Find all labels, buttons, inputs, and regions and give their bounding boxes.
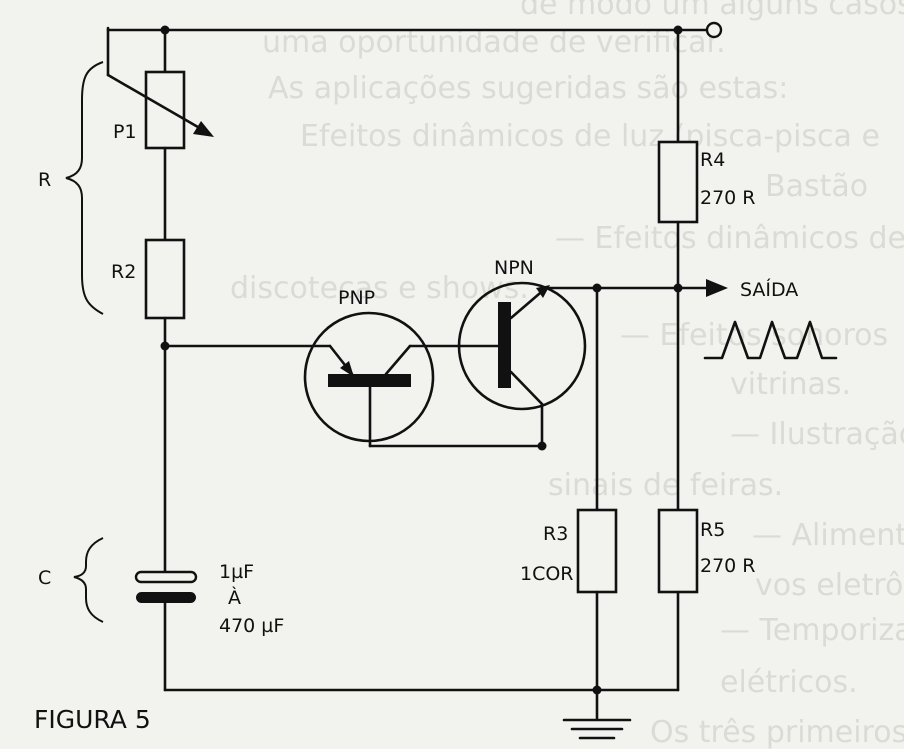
bg-line-16: Os três primeiros xyxy=(650,715,904,749)
p1-potentiometer xyxy=(144,70,186,150)
c-group-label: C xyxy=(38,567,51,589)
r2-resistor xyxy=(144,238,186,320)
output-arrow-icon xyxy=(706,279,728,297)
r3-label: R3 xyxy=(543,523,568,545)
r4-resistor xyxy=(657,28,699,512)
pnp-transistor xyxy=(303,311,462,448)
figure-caption: FIGURA 5 xyxy=(34,705,151,734)
r-brace xyxy=(65,61,104,315)
npn-transistor xyxy=(457,279,728,448)
r-group-label: R xyxy=(38,169,51,191)
bg-line-12: — Alimentação para os dispositi- xyxy=(752,518,904,553)
output-waveform-icon xyxy=(703,320,838,360)
r3-value: 1COR xyxy=(520,563,574,585)
bg-line-15: elétricos. xyxy=(720,665,858,700)
cap-value-2: À xyxy=(228,586,241,609)
ground-rail xyxy=(163,685,680,740)
capacitor-icon xyxy=(134,570,198,603)
ground-icon xyxy=(562,718,632,740)
r4-label: R4 xyxy=(700,149,725,171)
cap-value-1: 1µF xyxy=(219,561,254,583)
junction-dot xyxy=(537,441,547,451)
bg-line-10: — Ilustração de xyxy=(730,417,904,452)
r5-resistor xyxy=(657,508,699,692)
cap-value-3: 470 µF xyxy=(219,615,284,637)
bg-line-4: Efeitos dinâmicos de luz (pisca-pisca e xyxy=(300,119,880,154)
bg-line-3: As aplicações sugeridas são estas: xyxy=(268,71,788,106)
bg-line-13: vos eletrônicos. xyxy=(755,568,904,603)
bg-line-11: sinais de feiras. xyxy=(548,468,783,503)
bg-line-8: — Efeitos sonoros xyxy=(620,318,888,353)
background-text: de modo um alguns casos de grande intere… xyxy=(230,0,904,749)
bg-line-14: — Temporização para aparelhos xyxy=(720,613,904,648)
r5-label: R5 xyxy=(700,519,725,541)
c-brace xyxy=(73,537,104,623)
pnp-label: PNP xyxy=(338,287,375,309)
supply-terminal-icon xyxy=(705,21,723,39)
timing-branch xyxy=(106,28,214,692)
bg-line-1: de modo um alguns casos de grande intere… xyxy=(520,0,904,22)
r5-value: 270 R xyxy=(700,555,756,577)
r4-value: 270 R xyxy=(700,187,756,209)
bg-line-5: Bastão xyxy=(765,169,868,204)
npn-label: NPN xyxy=(494,257,534,279)
bg-line-7: discotecas e shows. xyxy=(230,271,529,306)
bg-line-9: vitrinas. xyxy=(730,367,851,402)
r2-label: R2 xyxy=(111,261,136,283)
variable-arrow-icon xyxy=(106,28,214,137)
r3-resistor xyxy=(576,286,618,692)
output-label: SAÍDA xyxy=(740,278,798,301)
bg-line-6: — Efeitos dinâmicos de luz para pistas xyxy=(555,221,904,256)
p1-label: P1 xyxy=(113,121,137,143)
emitter-arrow-icon xyxy=(340,361,354,377)
